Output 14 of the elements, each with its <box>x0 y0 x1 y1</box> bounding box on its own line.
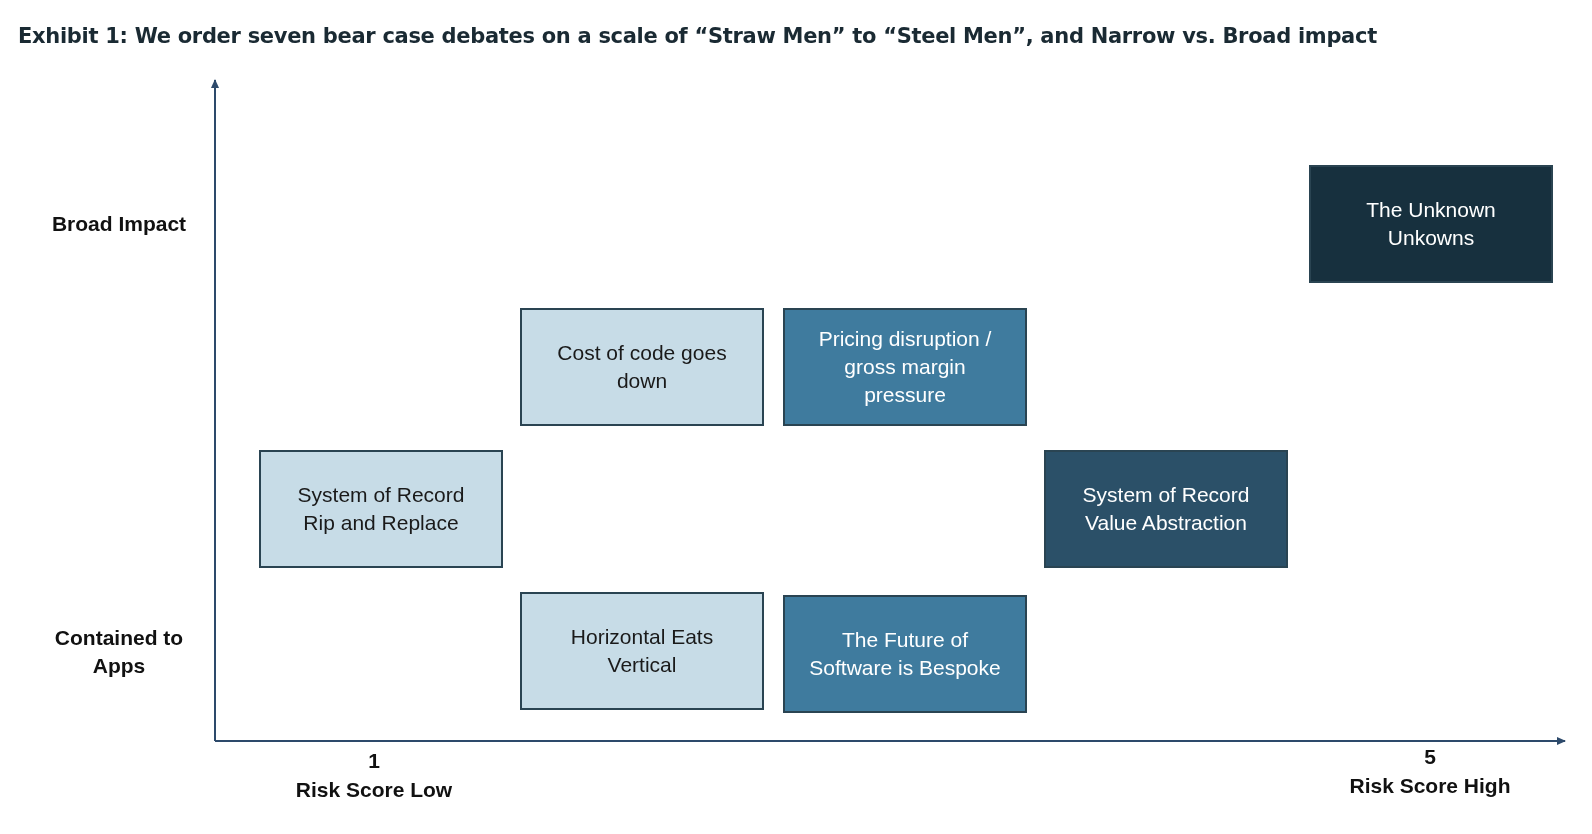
debate-card: Pricing disruption / gross margin pressure <box>783 308 1027 426</box>
chart-title: Exhibit 1: We order seven bear case debates on a scale of “Straw Men” to “Steel Men”, and Narrow vs. Broad impact <box>18 24 1377 48</box>
debate-card: Horizontal Eats Vertical <box>520 592 764 710</box>
debate-card: The Future of Software is Bespoke <box>783 595 1027 713</box>
axis-label: Broad Impact <box>51 211 187 237</box>
tick-label: 1 <box>368 748 380 774</box>
axis-label: Risk Score Low <box>295 777 453 803</box>
debate-card: Cost of code goes down <box>520 308 764 426</box>
axis-label: Risk Score High <box>1349 773 1511 799</box>
axis-label: Contained to Apps <box>53 625 185 679</box>
debate-card: System of Record Value Abstraction <box>1044 450 1288 568</box>
tick-label: 5 <box>1424 744 1436 770</box>
debate-card: System of Record Rip and Replace <box>259 450 503 568</box>
debate-card: The Unknown Unkowns <box>1309 165 1553 283</box>
